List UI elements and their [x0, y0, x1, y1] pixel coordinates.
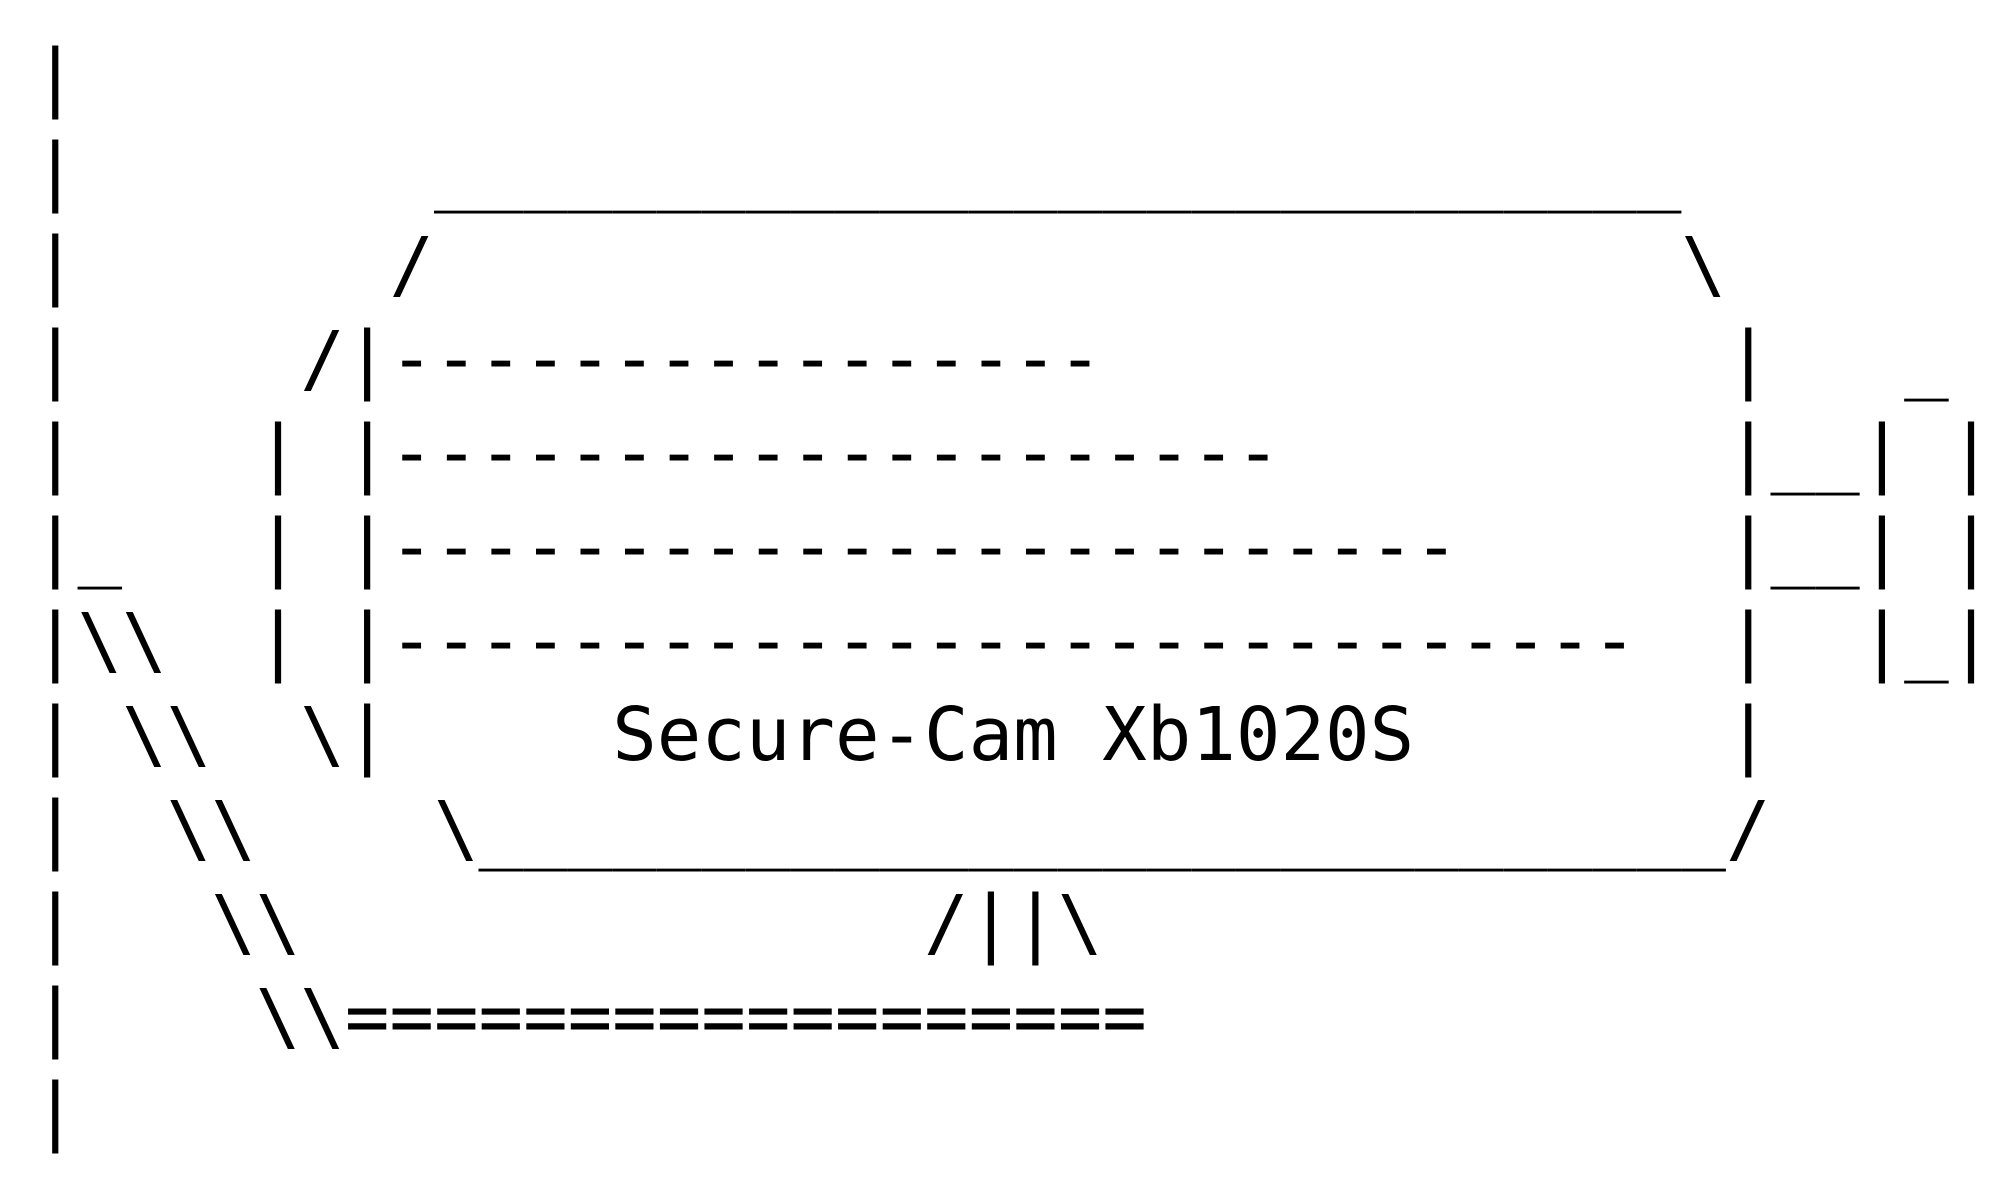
art-line-5: | | |-------------------- |__| | [33, 410, 1994, 496]
art-line-7: |\\ | |---------------------------- | |_… [33, 598, 1994, 684]
art-line-9: | \\ \____________________________/ [33, 786, 1771, 872]
art-line-4: | /|---------------- | _ [33, 316, 1949, 402]
art-line-10: | \\ /||\ [33, 880, 1103, 966]
art-line-8-prefix: | \\ \| [33, 692, 613, 778]
art-line-8: | \\ \| Secure-Cam Xb1020S | [33, 688, 1993, 782]
art-line-6: |_ | |------------------------ |__| | [33, 504, 1994, 590]
art-line-11: | \\================== [33, 974, 1147, 1060]
art-line-12: | [33, 1068, 78, 1154]
art-line-8-suffix: | [1414, 692, 1771, 778]
art-line-3: | / \ [33, 222, 1726, 308]
art-line-1: | [33, 34, 78, 120]
art-line-2: | ____________________________ [33, 128, 1682, 214]
camera-model-label: Secure-Cam Xb1020S [612, 692, 1415, 778]
security-camera-ascii-art: || ____________________________| / \| /|… [33, 30, 1993, 1158]
